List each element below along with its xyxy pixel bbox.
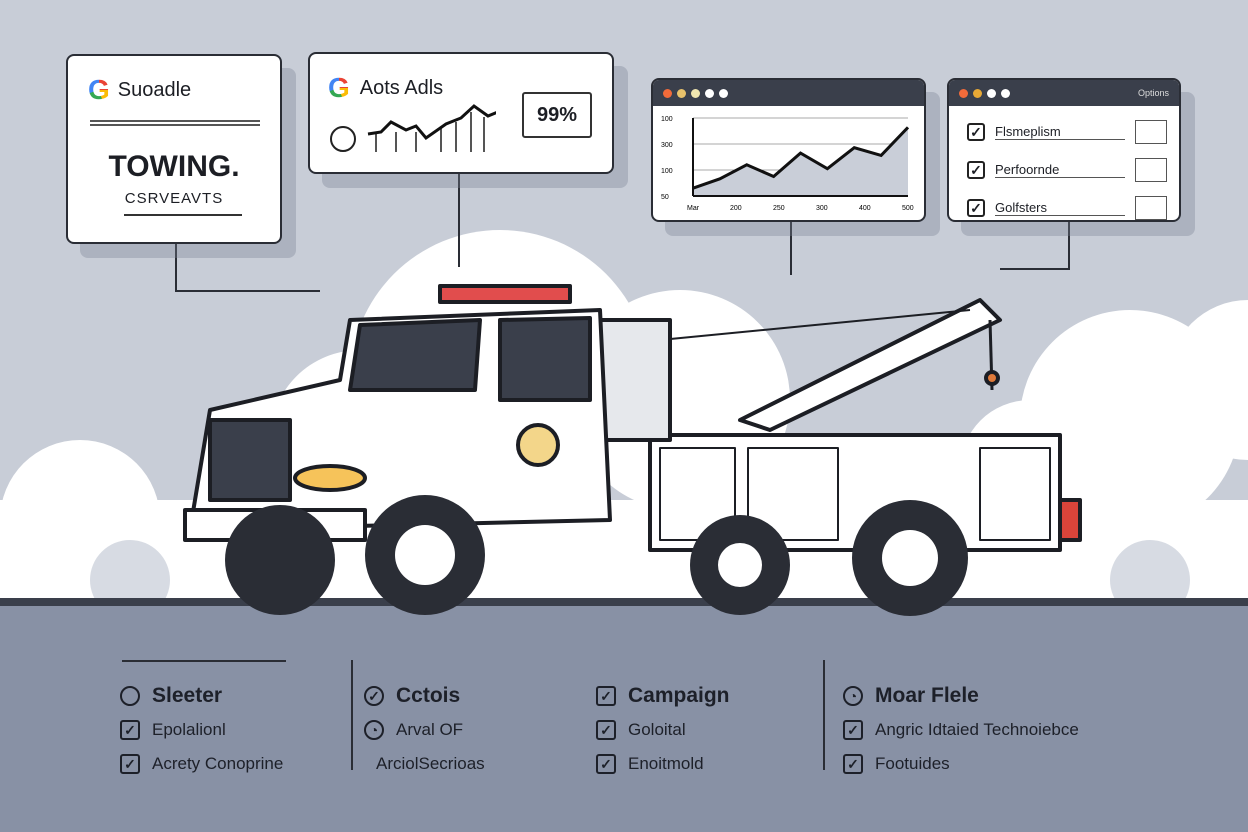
subline: CSRVEAVTS (124, 190, 224, 207)
x-tick: 200 (730, 205, 742, 212)
checkbox[interactable]: ✓ (967, 123, 985, 141)
item-label: Perfoornde (995, 162, 1125, 178)
checkbox-icon: ✓ (843, 754, 863, 774)
circle-icon (120, 686, 140, 706)
checkbox-icon: ✓ (120, 720, 140, 740)
feature-item: ✓ Acrety Conoprine (120, 752, 283, 776)
clock-icon: ◔ (364, 720, 384, 740)
tow-truck-illustration (183, 284, 1082, 616)
feature-label: Moar Flele (875, 684, 979, 707)
x-tick: 300 (816, 205, 828, 212)
feature-label: Acrety Conoprine (152, 754, 284, 773)
feature-column: ◔ Moar Flele ✓ Angric Idtaied Technoiebce ✓ F… (843, 684, 1079, 786)
x-tick: 400 (859, 205, 871, 212)
feature-item: ArciolSecrioas (364, 752, 485, 776)
window-titlebar: Options (949, 80, 1179, 106)
feature-item: ✓ Footuides (843, 752, 1079, 776)
checkbox-icon: ✓ (596, 720, 616, 740)
feature-column: ✓ Cctois ◔ Arval OF ArciolSecrioas (364, 684, 485, 786)
item-label: Golfsters (995, 200, 1125, 216)
feature-label: ArciolSecrioas (376, 754, 485, 773)
feature-label: Angric Idtaied Technoiebce (875, 720, 1079, 739)
feature-item: ✓ Goloital (596, 718, 730, 742)
ground (0, 604, 1248, 832)
search-card: G Suoadle TOWING. CSRVEAVTS (66, 54, 282, 244)
checkbox-icon: ✓ (596, 754, 616, 774)
feature-item: ✓ Cctois (364, 684, 485, 708)
y-tick: 50 (661, 194, 669, 201)
feature-label: Sleeter (152, 684, 223, 707)
feature-column: ✓ Campaign ✓ Goloital ✓ Enoitmold (596, 684, 730, 786)
feature-label: Cctois (396, 684, 461, 707)
check-icon: ✓ (364, 686, 384, 706)
feature-label: Footuides (875, 754, 950, 773)
circle-icon (330, 126, 356, 152)
sparkline (367, 104, 496, 152)
checkbox-icon: ✓ (596, 686, 616, 706)
x-tick: Mar (687, 205, 700, 212)
series-line (692, 126, 910, 190)
feature-item: ◔ Arval OF (364, 718, 485, 742)
feature-item: ✓ Angric Idtaied Technoiebce (843, 718, 1079, 742)
feature-label: Arval OF (396, 720, 464, 739)
checkbox[interactable]: ✓ (967, 161, 985, 179)
item-label: Flsmeplism (995, 124, 1125, 140)
feature-item: Sleeter (120, 684, 283, 708)
google-logo-icon: G (88, 74, 110, 105)
checkbox-icon: ✓ (120, 754, 140, 774)
feature-label: Epolalionl (152, 720, 226, 739)
window-title: Options (1137, 88, 1169, 98)
ads-label: Aots Adls (359, 76, 444, 99)
brand-label: Suoadle (117, 78, 192, 101)
feature-item: ✓ Enoitmold (596, 752, 730, 776)
feature-label: Campaign (628, 684, 730, 707)
feature-column: Sleeter ✓ Epolalionl ✓ Acrety Conoprine (120, 684, 283, 786)
feature-label: Enoitmold (628, 754, 704, 773)
feature-item: ✓ Epolalionl (120, 718, 283, 742)
y-tick: 300 (661, 142, 673, 149)
feature-item: ◔ Moar Flele (843, 684, 1079, 708)
x-tick: 250 (773, 205, 785, 212)
area-fill (693, 127, 908, 196)
feature-label: Goloital (628, 720, 686, 739)
window-titlebar (653, 80, 924, 106)
y-tick: 100 (661, 168, 673, 175)
feature-item: ✓ Campaign (596, 684, 730, 708)
stat-value: 99% (522, 92, 592, 138)
checkbox[interactable]: ✓ (967, 199, 985, 217)
checklist-window: Options ✓ Flsmeplism ✓ Perfoornde ✓ Golfste… (947, 78, 1181, 222)
checkbox-icon: ✓ (843, 720, 863, 740)
clock-icon: ◔ (843, 686, 863, 706)
google-logo-icon: G (328, 72, 350, 103)
headline: TOWING. (108, 150, 240, 183)
x-tick: 500 (902, 205, 914, 212)
y-tick: 100 (661, 116, 673, 123)
ads-card: G Aots Adls 99% (308, 52, 614, 174)
